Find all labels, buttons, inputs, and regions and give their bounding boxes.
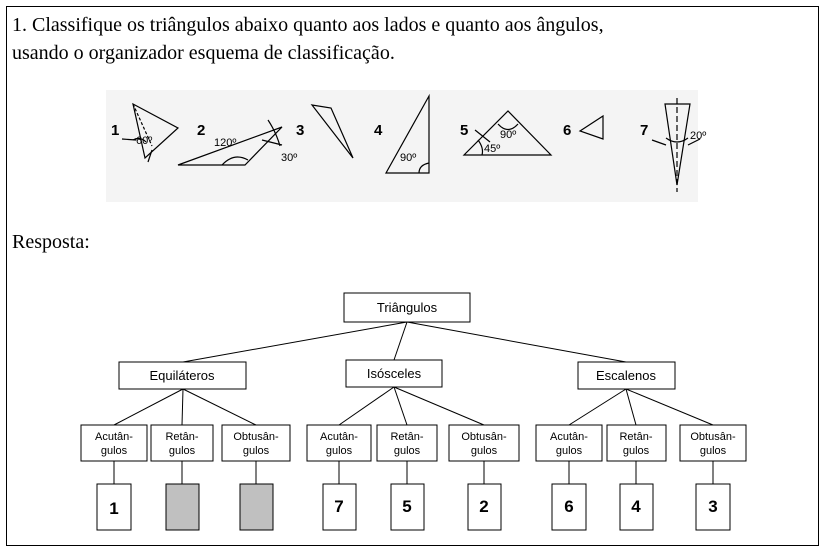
- connector-root-escalenos: [406, 321, 627, 363]
- connector-iso-ret: [393, 386, 408, 426]
- answer-box-esc-retangulos: [619, 483, 654, 531]
- answer-box-esc-acutangulos: [551, 483, 587, 531]
- child-label-2: gulos: [243, 445, 270, 457]
- child-box-equi-acutangulos: [80, 424, 148, 462]
- child-label-2: gulos: [326, 445, 353, 457]
- figure-number-7: 7: [640, 122, 648, 139]
- group-label-escalenos: Escalenos: [596, 368, 656, 383]
- answer-value: 4: [631, 497, 641, 516]
- angle-label-120: 120º: [214, 137, 236, 149]
- child-box-equi-retangulos: [150, 424, 214, 462]
- figure-number-5: 5: [460, 122, 468, 139]
- child-box-esc-obtusangulos: [679, 424, 747, 462]
- answer-box-iso-obtusangulos: [467, 483, 502, 531]
- figure-number-1: 1: [111, 122, 119, 139]
- answer-value: 5: [402, 497, 411, 516]
- connector-iso-obt: [393, 386, 485, 426]
- question-line-2: usando o organizador esquema de classifi…: [12, 42, 395, 64]
- connector-root-equilateros: [182, 321, 408, 363]
- child-label-2: gulos: [101, 445, 128, 457]
- connector-esc-acut: [568, 388, 627, 426]
- angle-label-90-t4: 90º: [400, 152, 416, 164]
- group-box-equilateros: [118, 361, 247, 390]
- triangle-figure-2: [177, 119, 283, 166]
- child-box-equi-obtusangulos: [221, 424, 291, 462]
- triangle-figure-5: [462, 110, 553, 156]
- answer-box-iso-retangulos: [390, 483, 425, 531]
- child-label-2: gulos: [394, 445, 421, 457]
- angle-label-45: 45º: [484, 143, 500, 155]
- child-label-1: Retân-: [619, 431, 652, 443]
- connector-esc-obt: [625, 388, 714, 426]
- triangle-figure-1: [121, 102, 180, 163]
- figure-number-4: 4: [374, 122, 383, 139]
- connector-iso-acut: [338, 386, 395, 426]
- triangle-figures-panel: [106, 90, 698, 202]
- child-box-esc-retangulos: [606, 424, 667, 462]
- child-box-iso-retangulos: [376, 424, 438, 462]
- group-box-escalenos: [577, 361, 676, 390]
- triangle-figure-6: [578, 114, 604, 140]
- triangle-figure-3: [310, 104, 354, 159]
- child-label-1: Acutân-: [550, 431, 588, 443]
- child-box-iso-acutangulos: [306, 424, 372, 462]
- angle-label-90-t5: 90º: [500, 129, 516, 141]
- answer-value: 3: [708, 497, 717, 516]
- answer-box-equi-retangulos-filled: [165, 483, 200, 531]
- angle-label-20: 20º: [690, 130, 706, 142]
- question-line-1: 1. Classifique os triângulos abaixo quan…: [12, 14, 604, 36]
- answer-box-equi-acutangulos: [96, 483, 132, 531]
- tree-root-box: [343, 292, 471, 323]
- child-label-1: Acutân-: [95, 431, 133, 443]
- group-box-isosceles: [345, 359, 443, 388]
- tree-root-label: Triângulos: [377, 300, 438, 315]
- answer-box-iso-acutangulos: [322, 483, 357, 531]
- answer-box-esc-obtusangulos: [695, 483, 731, 531]
- answer-value: 2: [479, 497, 488, 516]
- child-label-2: gulos: [471, 445, 498, 457]
- child-label-2: gulos: [169, 445, 196, 457]
- child-label-1: Acutân-: [320, 431, 358, 443]
- answer-label: Resposta:: [12, 231, 90, 253]
- child-box-esc-acutangulos: [535, 424, 603, 462]
- connector-equi-obt: [182, 388, 257, 426]
- child-label-2: gulos: [556, 445, 583, 457]
- child-label-1: Obtusân-: [461, 431, 507, 443]
- triangle-figure-7: [651, 98, 701, 192]
- angle-label-30: 30º: [281, 152, 297, 164]
- connector-equi-acut: [113, 388, 184, 426]
- figure-number-2: 2: [197, 122, 205, 139]
- child-label-1: Obtusân-: [233, 431, 279, 443]
- child-label-1: Obtusân-: [690, 431, 736, 443]
- figure-number-6: 6: [563, 122, 571, 139]
- answer-value: 1: [109, 499, 118, 518]
- triangle-figure-4: [384, 93, 430, 174]
- child-label-2: gulos: [623, 445, 650, 457]
- group-label-equilateros: Equiláteros: [149, 368, 215, 383]
- group-label-isosceles: Isósceles: [367, 366, 422, 381]
- connector-equi-ret: [181, 388, 184, 426]
- answer-value: 6: [564, 497, 573, 516]
- child-label-1: Retân-: [165, 431, 198, 443]
- child-label-2: gulos: [700, 445, 727, 457]
- connector-root-isosceles: [393, 321, 408, 361]
- angle-label-60: 60º: [136, 135, 152, 147]
- answer-value: 7: [334, 497, 343, 516]
- connector-esc-ret: [625, 388, 637, 426]
- figure-number-3: 3: [296, 122, 304, 139]
- answer-box-equi-obtusangulos-filled: [239, 483, 274, 531]
- child-box-iso-obtusangulos: [448, 424, 520, 462]
- child-label-1: Retân-: [390, 431, 423, 443]
